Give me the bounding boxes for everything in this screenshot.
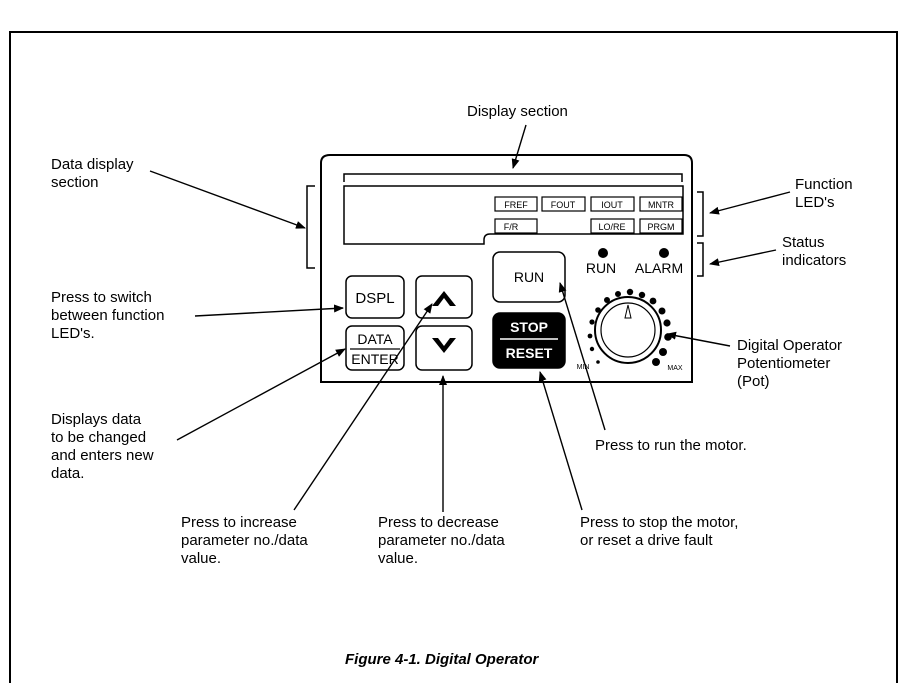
function-led-group: FREF FOUT IOUT MNTR F/R LO/RE PRGM xyxy=(494,196,683,234)
label-press-to-run: Press to run the motor. xyxy=(595,437,747,454)
label-press-to-switch: Press to switch between function LED's. xyxy=(51,289,165,342)
arrow-dspl xyxy=(194,304,344,317)
run-status-led xyxy=(598,248,608,258)
arrow-pot xyxy=(666,331,731,347)
potentiometer[interactable]: MIN MAX xyxy=(577,288,683,372)
status-bracket xyxy=(697,242,704,277)
arrow-run xyxy=(558,282,606,431)
arrow-status xyxy=(709,249,777,267)
label-press-to-stop: Press to stop the motor, or reset a driv… xyxy=(580,514,739,549)
stop-reset-key[interactable] xyxy=(492,312,566,369)
down-arrow-icon xyxy=(432,338,456,353)
label-function-leds: Function LED's xyxy=(795,176,853,211)
pot-knob-inner xyxy=(600,302,656,358)
label-display-section: Display section xyxy=(467,103,568,120)
led-box-lore xyxy=(590,218,635,234)
stop-key-label: STOP xyxy=(510,319,548,335)
leader-lines xyxy=(149,124,791,512)
led-label-iout: IOUT xyxy=(601,200,623,210)
pot-max-label: MAX xyxy=(667,365,683,372)
arrow-display-section xyxy=(511,124,527,169)
label-status-indicators: Status indicators xyxy=(782,234,847,269)
data-display-bracket xyxy=(306,185,315,269)
label-displays-data: Displays data to be changed and enters n… xyxy=(51,411,154,482)
pot-min-label: MIN xyxy=(577,364,590,371)
up-arrow-icon xyxy=(432,291,456,306)
dspl-key[interactable] xyxy=(345,275,405,319)
run-key[interactable] xyxy=(492,251,566,303)
dspl-key-label: DSPL xyxy=(355,290,394,307)
reset-key-label: RESET xyxy=(506,345,553,361)
alarm-status-led xyxy=(659,248,669,258)
arrow-data-enter xyxy=(176,348,346,441)
display-window-edge xyxy=(343,173,683,182)
function-led-bracket xyxy=(697,191,704,237)
led-box-iout xyxy=(590,196,635,212)
enter-key-label: ENTER xyxy=(351,351,398,367)
led-box-mntr xyxy=(639,196,683,212)
alarm-status-label: ALARM xyxy=(635,260,683,276)
data-enter-key[interactable] xyxy=(345,325,405,371)
led-label-fr: F/R xyxy=(504,222,519,232)
arrow-up xyxy=(293,303,433,511)
led-label-prgm: PRGM xyxy=(648,222,675,232)
label-press-to-increase: Press to increase parameter no./data val… xyxy=(181,514,308,567)
led-label-fref: FREF xyxy=(504,200,528,210)
led-box-fout xyxy=(541,196,586,212)
figure-caption: Figure 4-1. Digital Operator xyxy=(345,651,539,668)
led-box-fr xyxy=(494,218,538,234)
data-key-label: DATA xyxy=(357,331,393,347)
figure-frame xyxy=(9,31,898,688)
led-box-fref xyxy=(494,196,538,212)
label-press-to-decrease: Press to decrease parameter no./data val… xyxy=(378,514,505,567)
label-potentiometer: Digital Operator Potentiometer (Pot) xyxy=(737,337,843,390)
led-label-mntr: MNTR xyxy=(648,200,674,210)
led-label-fout: FOUT xyxy=(551,200,576,210)
label-data-display-section: Data display section xyxy=(51,156,134,191)
led-label-lore: LO/RE xyxy=(598,222,625,232)
display-panel xyxy=(343,185,684,245)
led-box-prgm xyxy=(639,218,683,234)
arrow-function-leds xyxy=(709,191,791,215)
run-key-label: RUN xyxy=(514,269,544,285)
pot-pointer-icon xyxy=(624,304,632,319)
arrow-data-display xyxy=(149,170,306,229)
run-status-label: RUN xyxy=(586,260,616,276)
arrow-stop xyxy=(538,371,583,511)
